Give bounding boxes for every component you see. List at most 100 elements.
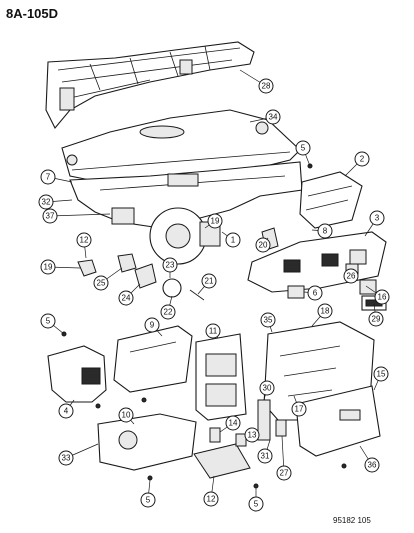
callout-number: 33 [62,454,71,463]
drawing-code: 95182 105 [333,516,371,525]
callout-9: 9 [144,317,163,337]
callout-bubble [225,415,241,431]
callout-10: 10 [118,407,135,425]
callout-number: 30 [263,384,272,393]
callout-bubble [343,268,359,284]
callout-28: 28 [239,69,274,94]
callout-bubble [40,259,56,275]
callout-1: 1 [221,231,241,248]
callout-bubble [291,401,307,417]
callout-number: 2 [360,155,365,164]
callout-bubble [364,457,380,473]
panel-upper-cover [61,109,301,183]
callout-number: 19 [44,263,53,272]
callout-bubble [76,232,92,248]
callout-bubble [58,403,74,419]
callout-27: 27 [276,435,292,481]
center-bezel [195,333,247,421]
callout-bubble [368,311,384,327]
callout-19: 19 [204,213,223,229]
callout-30: 30 [259,380,275,401]
callout-37: 37 [42,208,111,224]
callout-number: 16 [378,293,387,302]
callout-number: 37 [46,212,55,221]
callout-number: 18 [321,307,330,316]
callout-4: 4 [58,399,75,419]
callout-bubble [93,275,109,291]
callout-bubble [258,78,274,94]
callout-number: 21 [205,277,214,286]
callout-25: 25 [93,267,123,291]
callout-bubble [144,317,160,333]
callout-8: 8 [311,223,333,239]
callout-bubble [265,109,281,125]
callout-21: 21 [197,273,217,295]
screw-fasteners [61,163,347,489]
callout-bubble [118,407,134,423]
callout-bubble [225,232,241,248]
callout-bubble [276,465,292,481]
callout-number: 5 [254,500,259,509]
callout-19: 19 [40,259,81,275]
callout-bubble [203,491,219,507]
callout-bubble [207,213,223,229]
knee-bolster [113,325,193,393]
callout-number: 3 [375,214,380,223]
callout-number: 5 [46,317,51,326]
callout-number: 23 [166,261,175,270]
callout-18: 18 [311,303,333,327]
callout-bubble [295,140,311,156]
callout-number: 36 [368,461,377,470]
callout-number: 5 [146,496,151,505]
callout-number: 29 [372,315,381,324]
callout-number: 8 [323,227,328,236]
callout-32: 32 [38,194,73,210]
callout-number: 7 [46,173,51,182]
callout-bubble [42,208,58,224]
callout-34: 34 [249,109,281,125]
callout-5: 5 [140,479,156,508]
callout-11: 11 [205,323,221,339]
callout-bubble [317,223,333,239]
callout-bubble [255,237,271,253]
leader-line [49,213,111,217]
callout-6: 6 [303,285,323,301]
callout-33: 33 [58,443,99,466]
panel-support-frame [45,41,255,129]
callout-bubble [244,427,260,443]
callout-number: 22 [164,308,173,317]
callout-26: 26 [343,268,359,284]
callout-13: 13 [244,427,260,443]
callout-number: 19 [211,217,220,226]
callout-17: 17 [291,395,307,417]
callout-number: 12 [80,236,89,245]
callout-number: 9 [150,321,155,330]
callout-16: 16 [365,285,390,305]
callout-15: 15 [373,366,389,391]
glove-box-door [295,385,381,457]
callout-bubble [162,257,178,273]
callout-number: 11 [209,327,218,336]
callout-bubble [373,366,389,382]
callout-number: 5 [301,144,306,153]
callout-bubble [140,492,156,508]
callout-5: 5 [248,488,264,512]
callout-2: 2 [344,151,370,177]
callout-number: 1 [231,236,236,245]
callout-bubble [248,496,264,512]
panel-main-body [69,161,303,265]
callout-7: 7 [40,169,73,185]
callout-bubble [257,448,273,464]
callout-number: 20 [259,241,268,250]
callout-bubble [317,303,333,319]
callout-number: 31 [261,452,270,461]
callout-12: 12 [203,475,219,507]
callout-number: 13 [248,431,257,440]
callout-bubble [160,304,176,320]
callout-bubble [40,313,56,329]
callout-bubble [260,312,276,328]
callout-bubble [205,323,221,339]
callout-5: 5 [40,313,65,335]
